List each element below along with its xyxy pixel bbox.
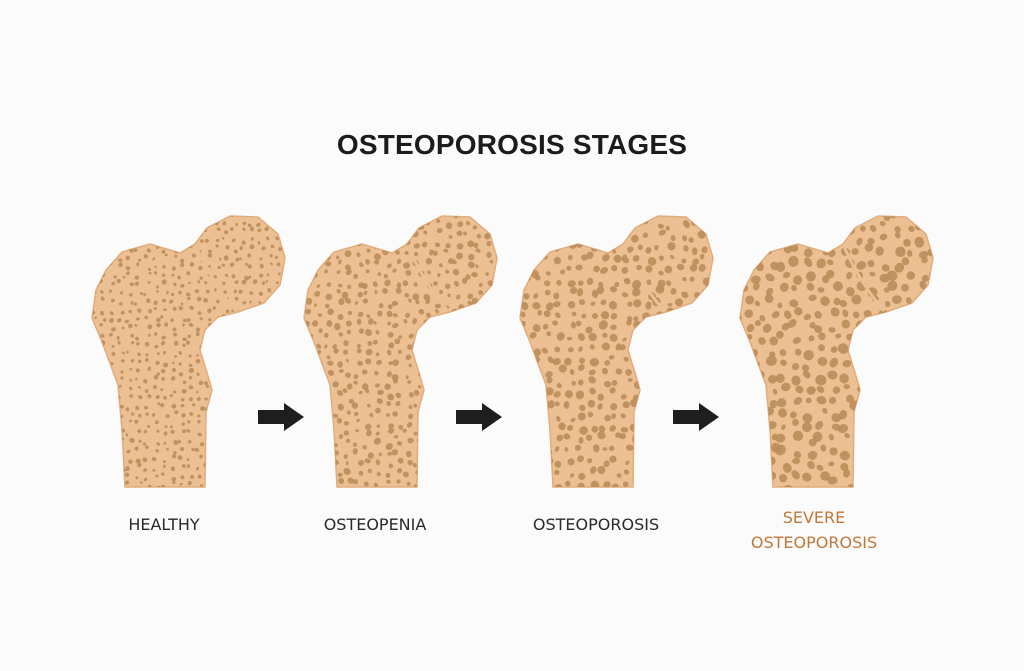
bone-outline (91, 215, 286, 488)
stage-label-osteoporosis: OSTEOPOROSIS (532, 515, 660, 534)
bone-severe-osteoporosis (739, 215, 934, 488)
growth-plate-line (622, 245, 666, 312)
stage-label-osteopenia: OSTEOPENIA (323, 515, 427, 534)
bone-healthy (91, 215, 286, 488)
bone-osteopenia (303, 215, 498, 488)
stage-label-healthy: HEALTHY (128, 515, 200, 534)
growth-plate-line (842, 245, 886, 312)
arrow-right-icon (673, 403, 719, 431)
growth-plate-line (406, 245, 450, 312)
growth-plate-line (194, 245, 238, 312)
arrow-right-icon (456, 403, 502, 431)
diagram-title: OSTEOPOROSIS STAGES (336, 129, 688, 160)
bone-osteoporosis (519, 215, 714, 488)
arrow-right-icon (258, 403, 304, 431)
stage-label-severe-osteoporosis: SEVERE OSTEOPOROSIS (750, 508, 878, 552)
